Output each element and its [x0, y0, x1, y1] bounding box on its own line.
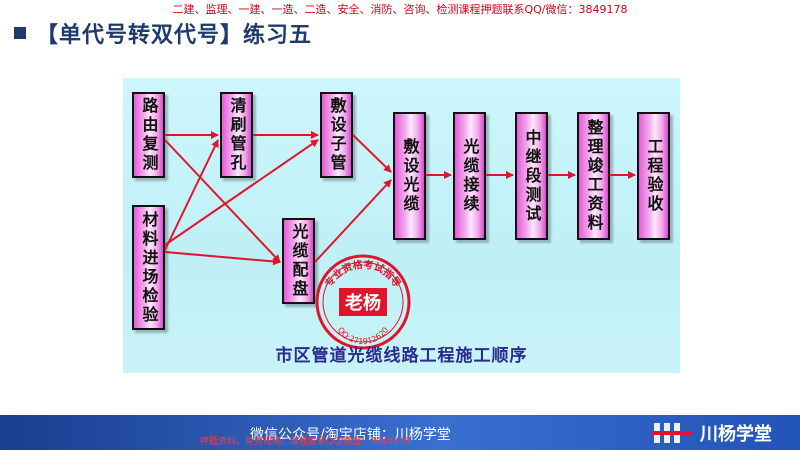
title-bullet-icon [14, 27, 26, 39]
box-completion-docs-label: 整理竣工资料 [584, 119, 604, 233]
box-material-inspection-label: 材料进场检验 [139, 210, 159, 325]
teacher-seal: 老杨 专业资格考试指导 QQ:271912620 [315, 254, 411, 350]
slide-title: 【单代号转双代号】练习五 [36, 23, 313, 48]
slide-title-bar: 【单代号转双代号】练习五 [14, 18, 312, 48]
seal-center: 老杨 [345, 292, 381, 314]
brand-name: 川杨学堂 [700, 424, 772, 445]
box-clean-duct: 清刷管孔 [220, 92, 253, 178]
footer-text: 微信公众号/淘宝店铺：川杨学堂 [250, 427, 451, 443]
box-lay-subduct-label: 敷设子管 [327, 97, 347, 173]
box-route-survey-label: 路由复测 [139, 97, 159, 173]
box-lay-cable: 敷设光缆 [393, 112, 426, 240]
box-acceptance-label: 工程验收 [644, 138, 664, 214]
box-lay-subduct: 敷设子管 [320, 92, 353, 178]
box-relay-test-label: 中继段测试 [522, 128, 542, 224]
box-clean-duct-label: 清刷管孔 [227, 97, 247, 173]
box-relay-test: 中继段测试 [515, 112, 548, 240]
box-acceptance: 工程验收 [637, 112, 670, 240]
footer-contact: 押题资料、免费视频、课程联系QQ/微信：3849178 [200, 437, 411, 447]
box-completion-docs: 整理竣工资料 [577, 112, 610, 240]
box-route-survey: 路由复测 [132, 92, 165, 178]
box-cable-splice-label: 光缆接续 [460, 138, 480, 214]
box-cable-allocation: 光缆配盘 [282, 218, 315, 304]
box-cable-allocation-label: 光缆配盘 [289, 223, 309, 299]
diagram-caption: 市区管道光缆线路工程施工顺序 [275, 346, 528, 366]
top-banner: 二建、监理、一建、一造、二造、安全、消防、咨询、检测课程押题联系QQ/微信：38… [172, 3, 628, 16]
brand-logo-icon [652, 423, 692, 443]
box-material-inspection: 材料进场检验 [132, 205, 165, 330]
box-cable-splice: 光缆接续 [453, 112, 486, 240]
box-lay-cable-label: 敷设光缆 [400, 138, 420, 214]
